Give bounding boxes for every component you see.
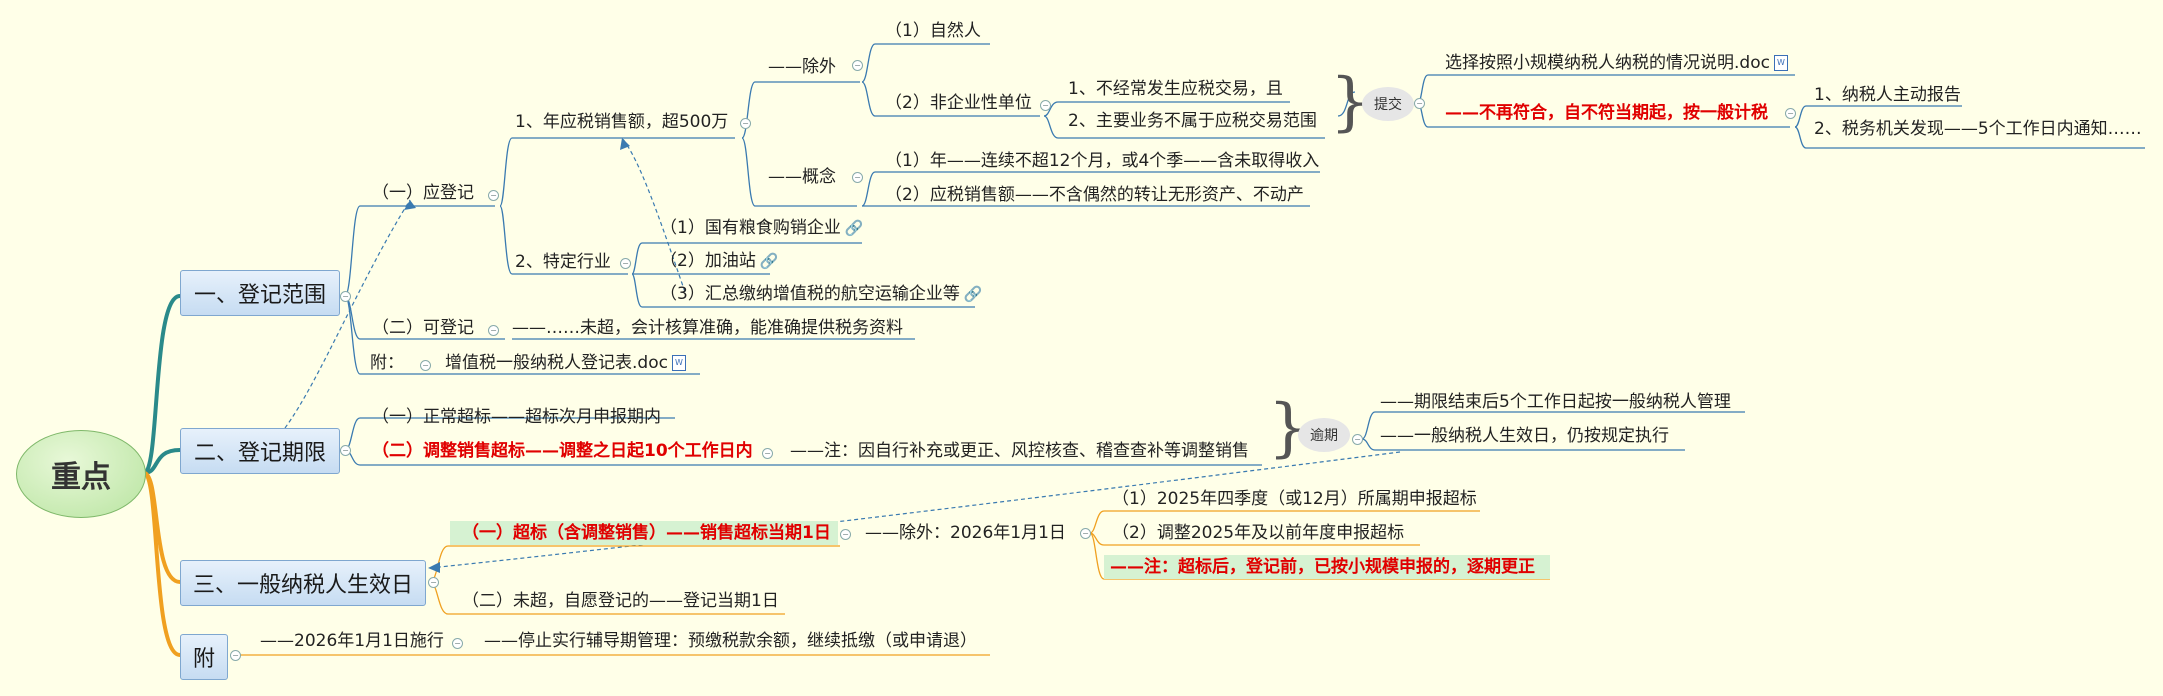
collapse-toggle-icon[interactable]: − — [1040, 100, 1051, 111]
node-should-register[interactable]: （一）应登记 — [372, 183, 474, 203]
doc-name: 选择按照小规模纳税人纳税的情况说明.doc — [1445, 53, 1770, 73]
branch-label: 二、登记期限 — [193, 441, 326, 466]
branch-registration-scope[interactable]: 一、登记范围 — [180, 270, 340, 316]
node-overdue-effective[interactable]: ——一般纳税人生效日，仍按规定执行 — [1380, 426, 1669, 446]
node-adjusted-exceed[interactable]: （二）调整销售超标——调整之日起10个工作日内 — [372, 441, 753, 461]
collapse-toggle-icon[interactable]: − — [488, 325, 499, 336]
submit-bubble[interactable]: 提交 — [1362, 87, 1414, 121]
collapse-toggle-icon[interactable]: − — [852, 172, 863, 183]
collapse-toggle-icon[interactable]: − — [1352, 434, 1363, 445]
node-text: （2）加油站 — [660, 251, 756, 271]
node-grain-enterprise[interactable]: （1）国有粮食购销企业🔗 — [660, 217, 864, 239]
node-condition-2[interactable]: 2、主要业务不属于应税交易范围 — [1068, 111, 1317, 131]
collapse-toggle-icon[interactable]: − — [740, 118, 751, 129]
node-exceed-effective[interactable]: （一）超标（含调整销售）——销售超标当期1日 — [462, 523, 831, 543]
collapse-toggle-icon[interactable]: − — [420, 360, 431, 371]
node-no-longer-qualified[interactable]: ——不再符合，自不符当期起，按一般计税 — [1445, 103, 1768, 123]
collapse-toggle-icon[interactable]: − — [452, 638, 463, 649]
collapse-toggle-icon[interactable]: − — [488, 190, 499, 201]
node-appendix-label: 附： — [370, 353, 404, 373]
word-doc-icon[interactable]: W — [1773, 55, 1788, 71]
node-sales-definition[interactable]: （2）应税销售额——不含偶然的转让无形资产、不动产 — [885, 185, 1304, 205]
collapse-toggle-icon[interactable]: − — [1080, 528, 1091, 539]
node-non-enterprise-unit[interactable]: （2）非企业性单位 — [885, 93, 1032, 113]
node-exception-date[interactable]: ——除外：2026年1月1日 — [865, 523, 1066, 543]
node-adjust-prior-years[interactable]: （2）调整2025年及以前年度申报超标 — [1112, 523, 1405, 543]
branch-label: 一、登记范围 — [193, 283, 326, 308]
node-normal-exceed[interactable]: （一）正常超标——超标次月申报期内 — [372, 407, 661, 427]
collapse-toggle-icon[interactable]: − — [840, 529, 851, 540]
node-correction-note[interactable]: ——注：超标后，登记前，已按小规模申报的，逐期更正 — [1110, 557, 1535, 577]
root-label: 重点 — [51, 460, 111, 495]
node-annual-sales[interactable]: 1、年应税销售额，超500万 — [515, 112, 729, 132]
collapse-toggle-icon[interactable]: − — [230, 650, 241, 661]
node-q4-exceed[interactable]: （1）2025年四季度（或12月）所属期申报超标 — [1112, 489, 1477, 509]
collapse-toggle-icon[interactable]: − — [340, 291, 351, 302]
node-self-report[interactable]: 1、纳税人主动报告 — [1814, 85, 1961, 105]
node-condition-1[interactable]: 1、不经常发生应税交易，且 — [1068, 79, 1283, 99]
collapse-toggle-icon[interactable]: − — [620, 258, 631, 269]
node-specific-industry[interactable]: 2、特定行业 — [515, 252, 611, 272]
node-text: （3）汇总缴纳增值税的航空运输企业等 — [660, 284, 960, 304]
node-voluntary-registration[interactable]: （二）未超，自愿登记的——登记当期1日 — [462, 591, 779, 611]
collapse-toggle-icon[interactable]: − — [340, 445, 351, 456]
node-effective-2026[interactable]: ——2026年1月1日施行 — [260, 631, 444, 651]
node-tax-authority-notice[interactable]: 2、税务机关发现——5个工作日内通知…… — [1814, 119, 2142, 139]
link-icon[interactable]: 🔗 — [963, 285, 983, 303]
link-icon[interactable]: 🔗 — [844, 219, 864, 237]
node-overdue-management[interactable]: ——期限结束后5个工作日起按一般纳税人管理 — [1380, 392, 1731, 412]
branch-label: 三、一般纳税人生效日 — [192, 573, 413, 598]
bubble-label: 逾期 — [1310, 428, 1338, 444]
node-airline-enterprise[interactable]: （3）汇总缴纳增值税的航空运输企业等🔗 — [660, 283, 983, 305]
node-gas-station[interactable]: （2）加油站🔗 — [660, 250, 779, 272]
node-adjust-note[interactable]: ——注：因自行补充或更正、风控核查、稽查查补等调整销售 — [790, 441, 1249, 461]
highlight-bg — [1104, 555, 1550, 579]
node-text: （1）国有粮食购销企业 — [660, 218, 841, 238]
doc-name: 增值税一般纳税人登记表.doc — [445, 353, 668, 373]
node-may-register[interactable]: （二）可登记 — [372, 318, 474, 338]
node-concept[interactable]: ——概念 — [768, 167, 836, 187]
node-may-register-desc[interactable]: ——……未超，会计核算准确，能准确提供税务资料 — [512, 318, 903, 338]
link-icon[interactable]: 🔗 — [759, 252, 779, 270]
node-natural-person[interactable]: （1）自然人 — [885, 21, 981, 41]
node-year-definition[interactable]: （1）年——连续不超12个月，或4个季——含未取得收入 — [885, 151, 1320, 171]
branch-registration-deadline[interactable]: 二、登记期限 — [180, 428, 340, 474]
branch-label: 附 — [192, 647, 215, 672]
collapse-toggle-icon[interactable]: − — [1414, 98, 1425, 109]
collapse-toggle-icon[interactable]: − — [762, 448, 773, 459]
collapse-toggle-icon[interactable]: − — [852, 60, 863, 71]
branch-effective-date[interactable]: 三、一般纳税人生效日 — [180, 560, 426, 606]
bubble-label: 提交 — [1374, 97, 1402, 113]
branch-appendix[interactable]: 附 — [180, 634, 228, 680]
highlight-bg — [450, 521, 838, 545]
collapse-toggle-icon[interactable]: − — [1785, 108, 1796, 119]
collapse-toggle-icon[interactable]: − — [428, 577, 439, 588]
overdue-bubble[interactable]: 逾期 — [1298, 418, 1350, 452]
node-exceptions[interactable]: ——除外 — [768, 57, 836, 77]
node-stop-guidance[interactable]: ——停止实行辅导期管理：预缴税款余额，继续抵缴（或申请退） — [484, 631, 977, 651]
root-node[interactable]: 重点 — [16, 430, 146, 518]
word-doc-icon[interactable]: W — [671, 355, 686, 371]
